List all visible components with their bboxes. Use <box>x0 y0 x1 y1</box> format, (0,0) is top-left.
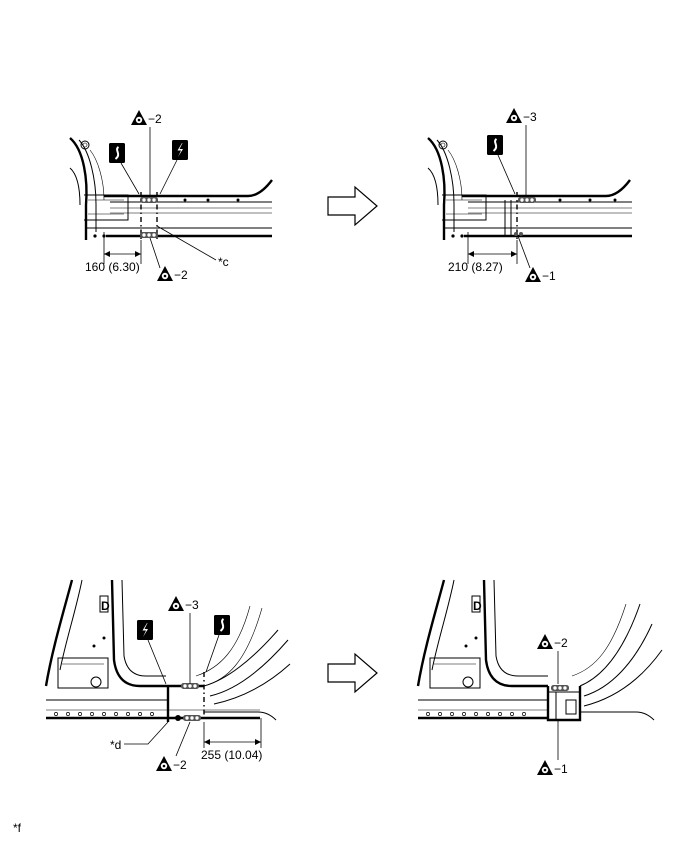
dimension-label: 210 (8.27) <box>448 260 503 274</box>
spot-weld-icon <box>156 756 172 771</box>
spot-weld-icon <box>537 760 553 775</box>
rough-cut-icon <box>213 614 231 636</box>
weld-count-top: −3 <box>523 110 537 124</box>
spot-weld-icon <box>506 108 522 123</box>
panel-top-right: 210 (8.27) −3 −1 <box>427 108 632 283</box>
spot-weld-icon <box>537 634 553 649</box>
footnote-label: *f <box>13 821 22 835</box>
weld-count-top: −3 <box>185 598 199 612</box>
saw-cut-icon <box>172 140 188 160</box>
spot-weld-icon <box>157 266 173 281</box>
arrow-right-icon <box>327 653 378 693</box>
weld-count-bottom: −2 <box>174 268 188 282</box>
rough-cut-icon <box>486 134 504 156</box>
spot-weld-icon <box>525 267 541 282</box>
panel-top-left: 160 (6.30) −2 −2 *c <box>69 110 273 282</box>
spot-weld-icon <box>168 596 184 611</box>
dimension-label: 160 (6.30) <box>85 260 140 274</box>
spot-weld-icon <box>131 110 147 125</box>
dimension-label: 255 (10.04) <box>201 748 262 762</box>
weld-count-top: −2 <box>148 112 162 126</box>
weld-count-bottom: −1 <box>542 269 556 283</box>
callout-label: *c <box>218 255 229 269</box>
sidebar-callout: D <box>101 599 110 613</box>
panel-bottom-right: D −2 −1 <box>416 579 663 776</box>
weld-count-bottom: −2 <box>173 758 187 772</box>
sidebar-callout: D <box>473 599 482 613</box>
weld-count-bottom: −1 <box>554 762 568 776</box>
rough-cut-icon <box>108 142 126 164</box>
arrow-right-icon <box>327 186 378 226</box>
callout-label: *d <box>110 738 121 752</box>
saw-cut-icon <box>137 620 153 640</box>
weld-count-top: −2 <box>554 636 568 650</box>
panel-bottom-left: D 255 (10.04) <box>44 579 291 772</box>
